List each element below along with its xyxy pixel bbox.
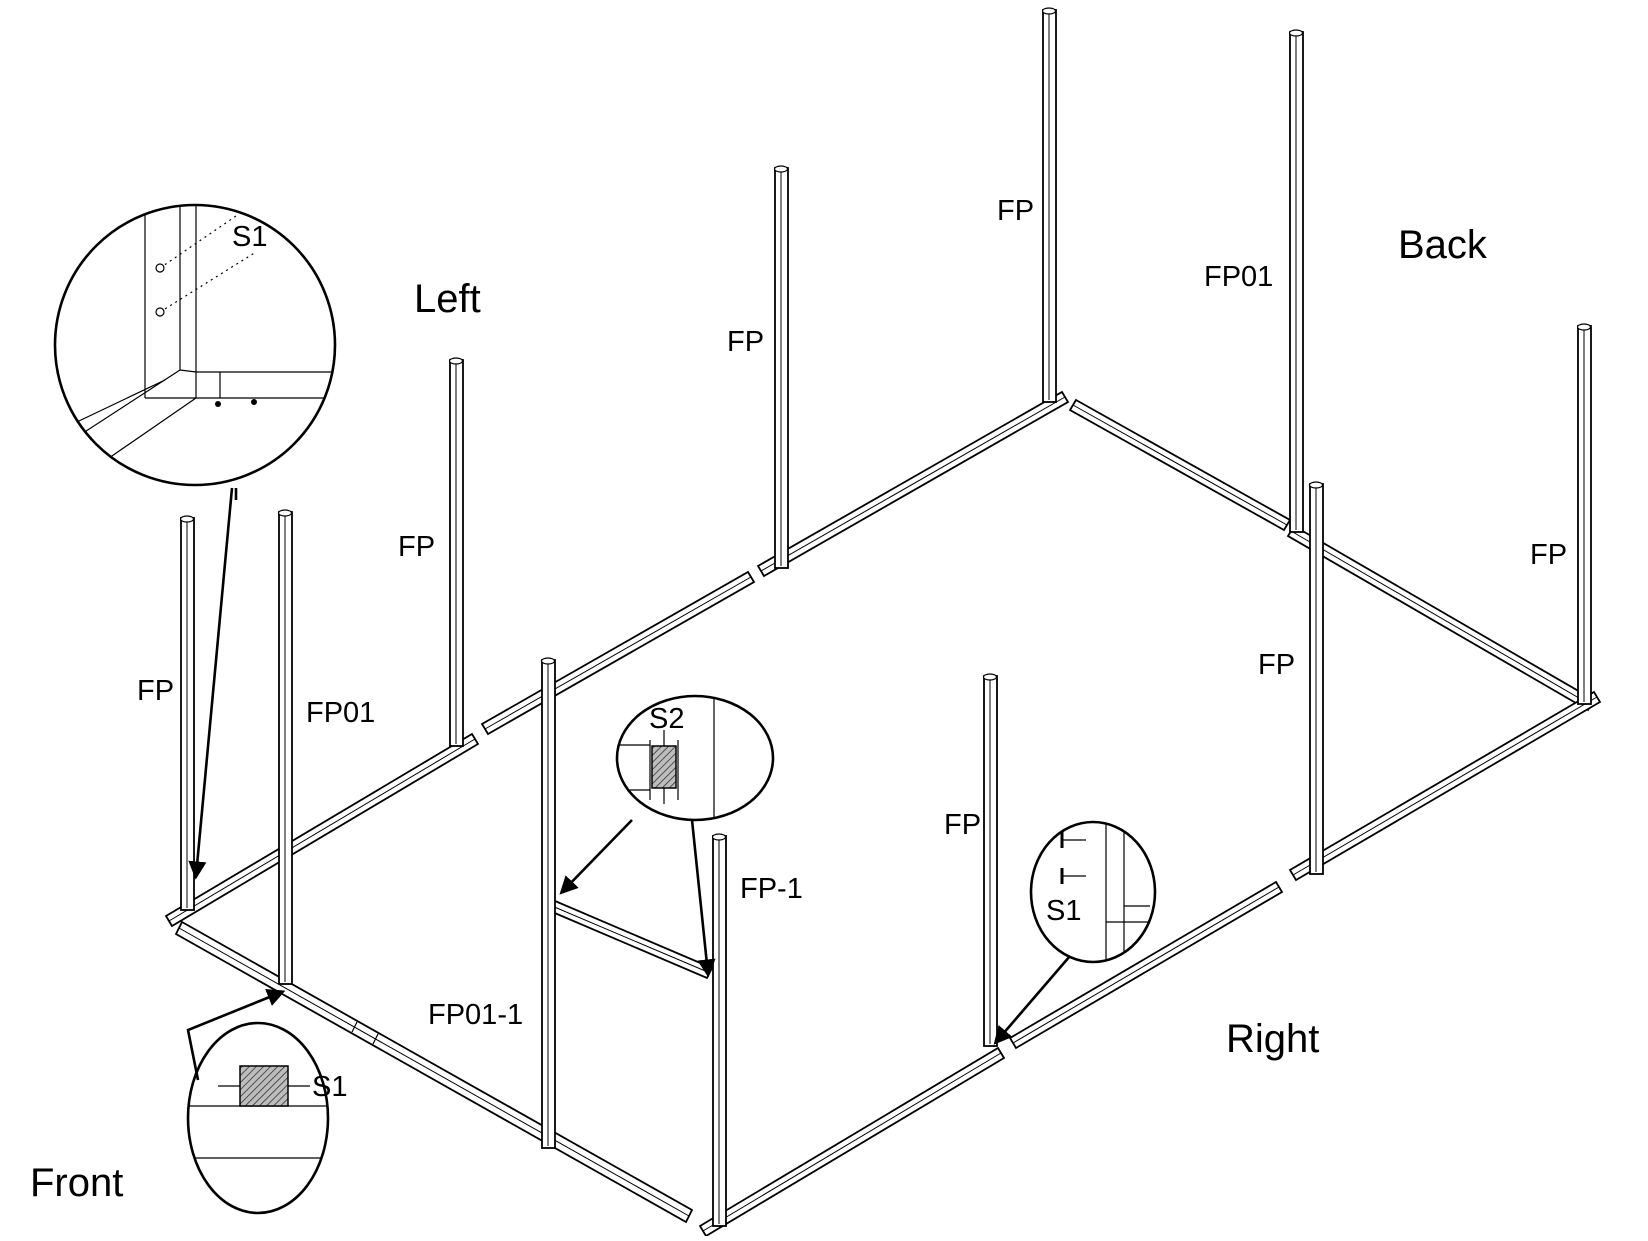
side-label-right: Right (1226, 1017, 1319, 1061)
post-fp-1 (711, 833, 727, 1227)
post-fp-right-back (1308, 481, 1324, 875)
side-label-left: Left (414, 277, 481, 321)
beam-left-3 (756, 390, 1070, 578)
part-label-fp01-1: FP01-1 (428, 999, 523, 1031)
post-fp01-front-left (277, 509, 293, 985)
arrow-s2-right (690, 819, 716, 978)
detail-circle-s1-front: S1 (186, 1021, 347, 1215)
beam-back-1 (1068, 398, 1292, 532)
part-label-fp-back-top: FP (997, 195, 1034, 227)
detail-label-s2: S2 (649, 703, 684, 735)
arrow-s1-right (993, 955, 1071, 1045)
detail-circle-s1-right: S1 (1029, 820, 1157, 964)
post-fp-back-right (1576, 323, 1592, 705)
post-fp-right-front (982, 673, 998, 1047)
part-label-fp-right-back: FP (1258, 649, 1295, 681)
side-label-front: Front (30, 1161, 123, 1205)
post-fp01-back (1288, 29, 1304, 533)
beam-right-1 (1288, 690, 1602, 882)
beam-right-3 (698, 1046, 1006, 1238)
part-label-fp01-front-left: FP01 (306, 697, 375, 729)
arrow-s1-top-left (188, 487, 234, 880)
part-label-fp-back-right: FP (1530, 539, 1567, 571)
side-label-back: Back (1398, 223, 1488, 267)
part-label-fp01-back: FP01 (1204, 261, 1273, 293)
detail-circle-s2: S2 (615, 694, 775, 822)
part-label-fp-right-front: FP (944, 809, 981, 841)
part-label-fp-1: FP-1 (740, 873, 803, 905)
beam-front (174, 920, 694, 1224)
post-fp-left-mid (448, 357, 464, 747)
beam-cross-center (541, 896, 714, 980)
part-label-fp-front-left: FP (137, 675, 174, 707)
post-fp01-1 (540, 657, 556, 1149)
detail-label-s1-front: S1 (312, 1071, 347, 1103)
ground-frame (164, 390, 1602, 1238)
posts (179, 7, 1592, 1227)
arrow-s2-left (559, 819, 633, 895)
part-label-fp-left-back: FP (727, 326, 764, 358)
arrow-s1-front (186, 989, 286, 1081)
detail-label-s1: S1 (232, 221, 267, 253)
post-fp-left-back (773, 165, 789, 569)
detail-circle-s1-top-left: S1 (53, 203, 337, 487)
detail-label-s1-right: S1 (1046, 895, 1081, 927)
post-fp-back-top (1041, 7, 1057, 403)
beam-left-1 (164, 732, 480, 928)
callout-arrows (186, 487, 1071, 1081)
post-fp-front-left (179, 515, 195, 911)
part-label-fp-left-mid: FP (398, 531, 435, 563)
